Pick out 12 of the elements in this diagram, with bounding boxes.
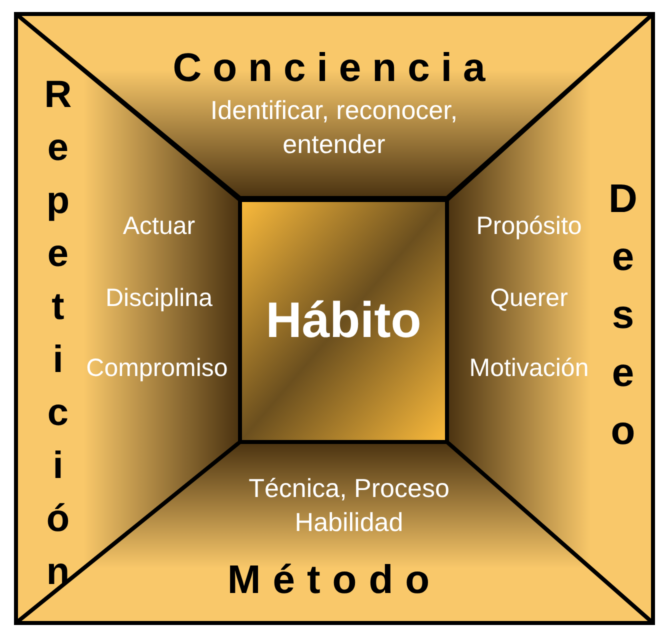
panel-text: Querer [489,283,569,314]
panel-heading: Deseo [603,177,643,467]
center-title: Hábito [264,291,422,350]
panel-text: Identificar, reconocer, entender [209,94,459,161]
panel-text: Propósito [475,211,583,242]
panel-text: Disciplina [104,283,214,314]
panel-heading: Repetición [39,74,77,604]
panel-text: Motivación [468,353,590,384]
panel-text: Actuar [122,211,196,242]
panel-text: Técnica, Proceso Habilidad [248,472,450,539]
panel-text: Compromiso [85,353,229,384]
panel-heading: Conciencia [172,45,498,92]
